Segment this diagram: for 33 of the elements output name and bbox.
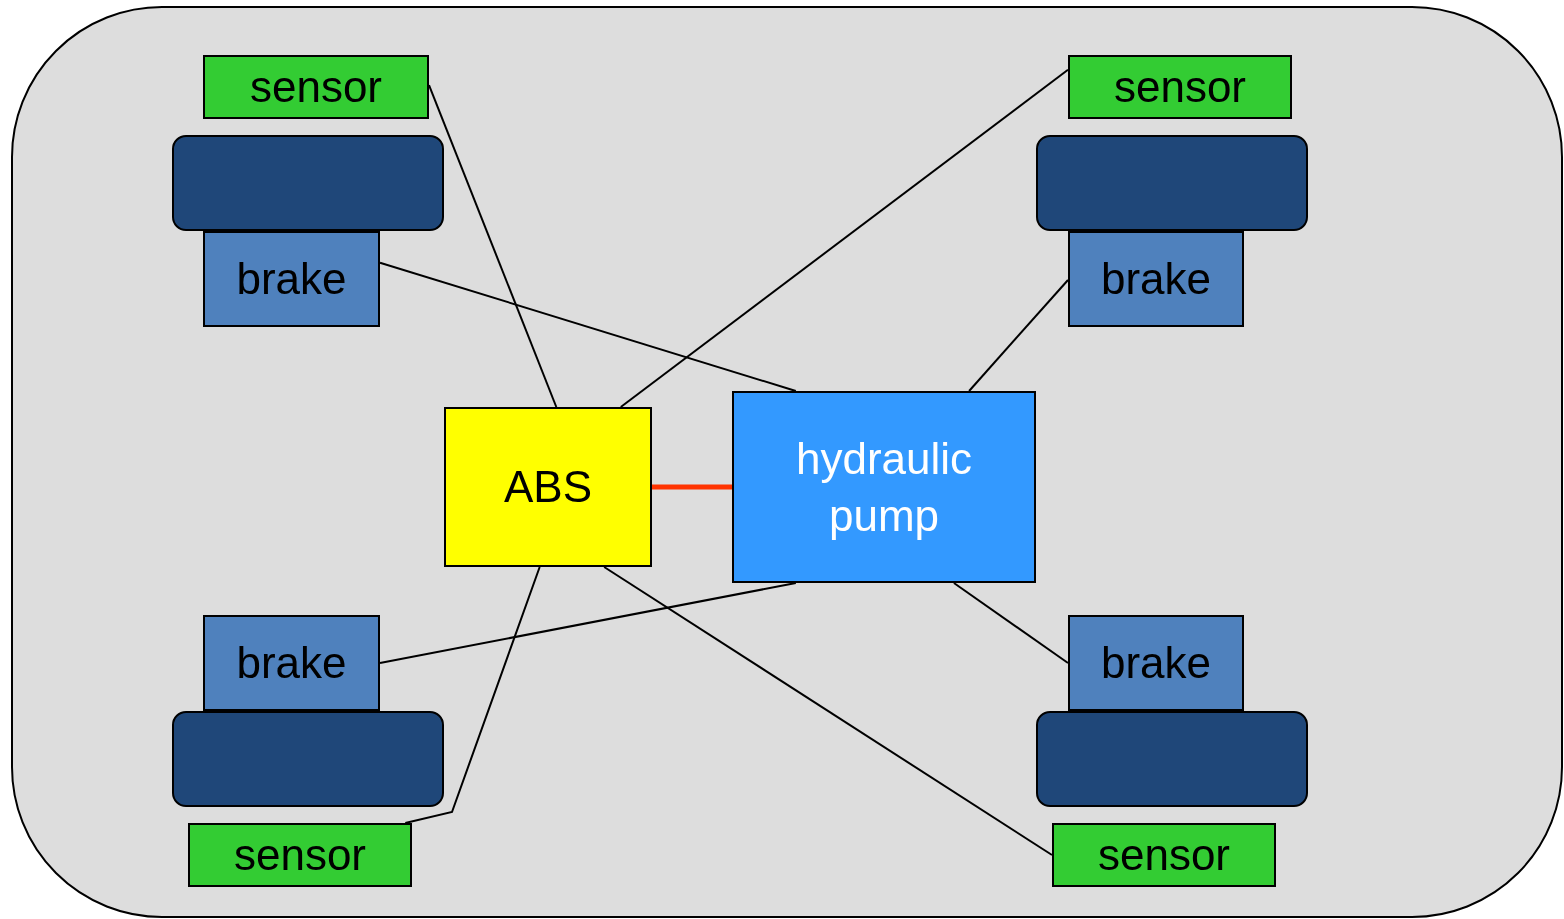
wheel-shape bbox=[172, 711, 444, 807]
wheel-shape bbox=[172, 135, 444, 231]
connector-line bbox=[428, 84, 558, 408]
connector-line bbox=[603, 566, 1053, 856]
connector-line bbox=[952, 582, 1069, 664]
node-label: brake bbox=[1100, 637, 1212, 690]
brake-box bbox=[203, 615, 380, 711]
connector-line bbox=[652, 484, 732, 490]
brake-box bbox=[1068, 231, 1244, 327]
sensor-box bbox=[188, 823, 412, 887]
pump-box bbox=[732, 391, 1036, 583]
node-label: brake bbox=[236, 253, 347, 306]
node-label: sensor bbox=[1097, 829, 1231, 882]
connector-line bbox=[379, 582, 797, 664]
sensor-box bbox=[1052, 823, 1276, 887]
brake-box bbox=[1068, 615, 1244, 711]
node-label: ABS bbox=[503, 461, 592, 514]
connector-line bbox=[379, 261, 797, 392]
connector-line bbox=[619, 68, 1069, 408]
brake-box bbox=[203, 231, 380, 327]
node-label: brake bbox=[1100, 253, 1212, 306]
abs-box bbox=[444, 407, 652, 567]
connector-line bbox=[404, 566, 541, 824]
sensor-box bbox=[203, 55, 429, 119]
connector-line bbox=[968, 278, 1069, 392]
node-label: sensor bbox=[233, 829, 367, 882]
node-label: sensor bbox=[249, 61, 383, 114]
wheel-shape bbox=[1036, 711, 1308, 807]
node-label: hydraulic pump bbox=[794, 432, 974, 542]
node-label: brake bbox=[236, 637, 347, 690]
wheel-shape bbox=[1036, 135, 1308, 231]
sensor-box bbox=[1068, 55, 1292, 119]
node-label: sensor bbox=[1113, 61, 1247, 114]
